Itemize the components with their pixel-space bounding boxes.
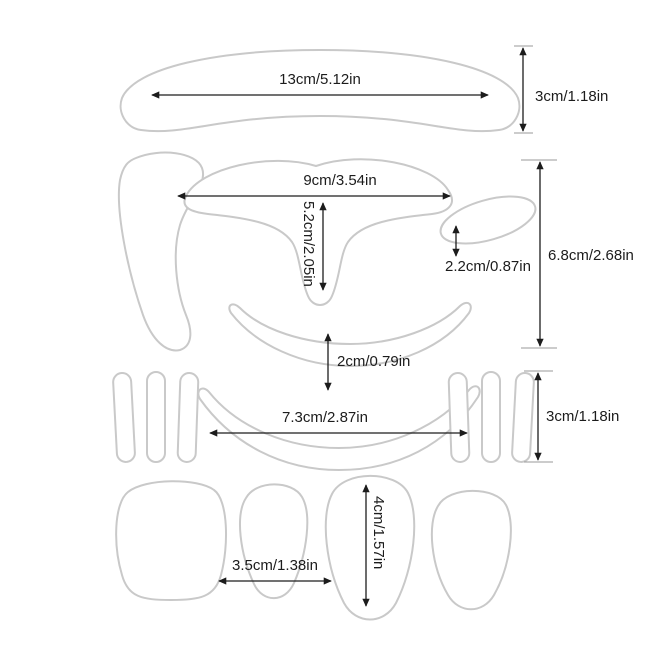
dim-label-forehead-height: 3cm/1.18in: [535, 88, 608, 105]
bottom-pad-3: [324, 474, 416, 621]
forehead-patch: [119, 49, 521, 133]
right-cheek-oval-patch: [439, 195, 537, 245]
dim-label-smile-thickness: 2cm/0.79in: [337, 353, 410, 370]
dim-label-cheek-oval: 2.2cm/0.87in: [445, 258, 531, 275]
left-cheek-patch: [117, 151, 205, 352]
right-strip-1: [447, 372, 471, 463]
dim-label-pad-height: 4cm/1.57in: [370, 496, 387, 569]
dim-label-pad-width: 3.5cm/1.38in: [232, 557, 318, 574]
right-strip-2: [481, 371, 501, 463]
left-strip-3: [176, 372, 200, 463]
bottom-pad-1: [115, 480, 228, 601]
left-strip-1: [112, 372, 136, 463]
dim-label-brow-height: 5.2cm/2.05in: [300, 201, 317, 287]
chin-patch: [197, 385, 481, 471]
smile-patch: [228, 302, 472, 367]
dim-label-strip-height: 3cm/1.18in: [546, 408, 619, 425]
dim-label-forehead-width: 13cm/5.12in: [279, 71, 361, 88]
dim-label-middle-height: 6.8cm/2.68in: [548, 247, 634, 264]
dim-label-chin-width: 7.3cm/2.87in: [282, 409, 368, 426]
left-strip-2: [146, 371, 166, 463]
bottom-pad-4: [430, 489, 512, 611]
dim-label-brow-width: 9cm/3.54in: [303, 172, 376, 189]
right-strip-3: [511, 372, 535, 463]
